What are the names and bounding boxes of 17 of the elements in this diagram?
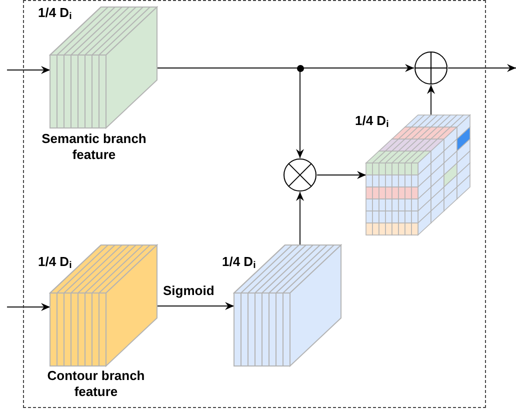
feature-caption: Semantic branch feature xyxy=(40,131,148,164)
dimension-label: 1/4 D$_{i}$ xyxy=(38,6,72,19)
dimension-label: 1/4 D$_{i}$ xyxy=(355,114,389,127)
connector-line xyxy=(157,67,300,69)
feature-caption: Contour branch feature xyxy=(46,368,146,400)
arrow xyxy=(317,171,366,179)
arrow xyxy=(427,85,435,116)
arrow xyxy=(7,303,50,311)
arrow xyxy=(303,64,414,72)
dimension-label: 1/4 D$_{i}$ xyxy=(222,255,256,268)
arrow xyxy=(7,66,50,74)
edge-label: Sigmoid xyxy=(163,284,214,297)
arrow xyxy=(157,302,234,310)
dimension-label: 1/4 D$_{i}$ xyxy=(38,255,72,268)
arrow xyxy=(296,71,304,158)
arrow xyxy=(448,64,516,72)
arrow xyxy=(296,192,304,247)
